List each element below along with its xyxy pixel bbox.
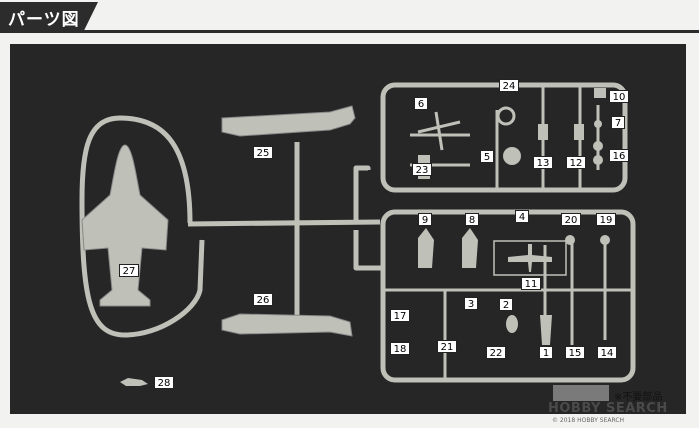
part-label-13: 13 [533, 156, 553, 169]
header-tab [0, 2, 98, 30]
part-label-10: 10 [609, 90, 629, 103]
part-label-17: 17 [390, 309, 410, 322]
part-label-20: 20 [561, 213, 581, 226]
part-label-22: 22 [486, 346, 506, 359]
part-label-19: 19 [596, 213, 616, 226]
header-rule [0, 30, 699, 33]
part-label-9: 9 [418, 213, 432, 226]
part-label-6: 6 [414, 97, 428, 110]
part-label-12: 12 [566, 156, 586, 169]
part-label-15: 15 [565, 346, 585, 359]
part-label-28: 28 [154, 376, 174, 389]
part-label-23: 23 [412, 163, 432, 176]
part-label-27: 27 [119, 264, 139, 277]
watermark-copyright: © 2018 HOBBY SEARCH [552, 417, 625, 424]
part-label-3: 3 [464, 297, 478, 310]
watermark-logo: HOBBY SEARCH [548, 401, 668, 416]
part-label-21: 21 [437, 340, 457, 353]
part-label-11: 11 [521, 277, 541, 290]
part-label-25: 25 [253, 146, 273, 159]
part-label-1: 1 [539, 346, 553, 359]
header: パーツ図 [0, 0, 699, 38]
part-label-16: 16 [609, 149, 629, 162]
part-label-26: 26 [253, 293, 273, 306]
part-label-5: 5 [480, 150, 494, 163]
part-label-18: 18 [390, 342, 410, 355]
part-label-2: 2 [499, 298, 513, 311]
part-label-7: 7 [611, 116, 625, 129]
part-label-24: 24 [499, 79, 519, 92]
part-label-4: 4 [515, 210, 529, 223]
unneeded-swatch [553, 385, 609, 401]
part-label-14: 14 [597, 346, 617, 359]
unneeded-parts-note: ※不要部品 [614, 392, 663, 403]
page-title: パーツ図 [8, 10, 80, 30]
part-label-8: 8 [465, 213, 479, 226]
